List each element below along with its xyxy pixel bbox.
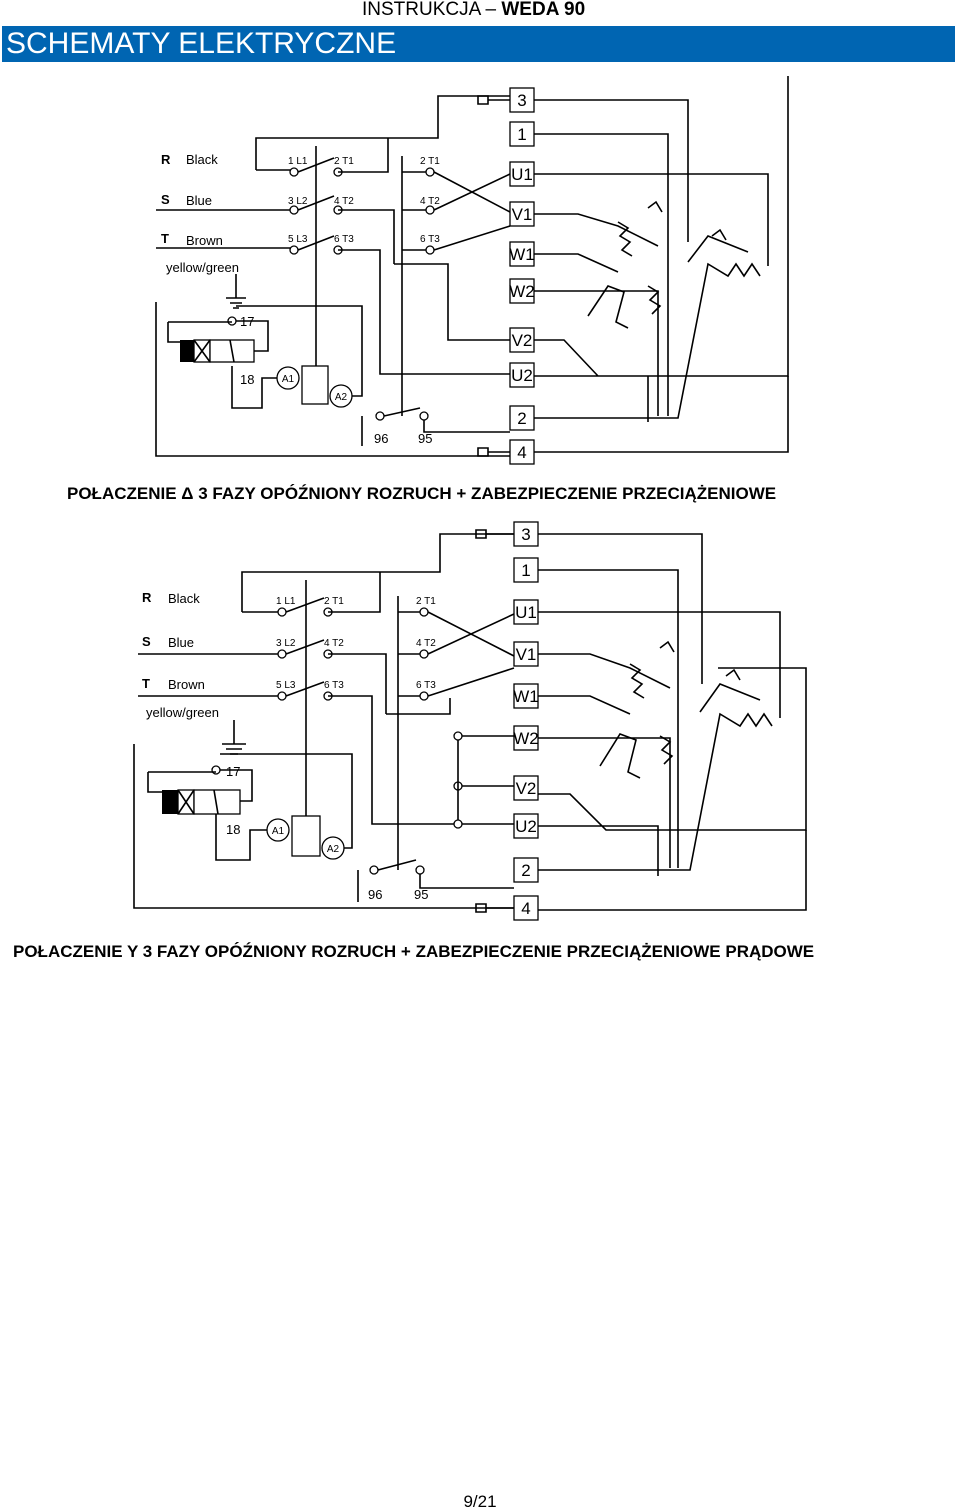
svg-text:2 T1: 2 T1 <box>420 156 440 167</box>
header-dash: – <box>480 0 502 20</box>
svg-text:3 L2: 3 L2 <box>288 196 308 207</box>
wire-color-black: Black <box>168 591 200 606</box>
wire-color-ground: yellow/green <box>146 705 219 720</box>
terminal-label: 2 <box>521 861 530 880</box>
terminal-label: 1 <box>521 561 530 580</box>
wire-color-blue: Blue <box>186 193 212 208</box>
svg-text:96: 96 <box>368 887 382 902</box>
terminal-label: V1 <box>516 645 537 664</box>
terminal-label: V2 <box>516 779 537 798</box>
diagram-caption-delta: POŁACZENIE Δ 3 FAZY OPÓŹNIONY ROZRUCH + … <box>67 484 777 503</box>
svg-text:4 T2: 4 T2 <box>324 638 344 649</box>
svg-text:2 T1: 2 T1 <box>334 156 354 167</box>
svg-text:6 T3: 6 T3 <box>416 680 436 691</box>
svg-text:96: 96 <box>374 431 388 446</box>
wire-color-brown: Brown <box>168 677 205 692</box>
terminal-label: 3 <box>521 525 530 544</box>
coil-assembly: 17 18 A1 A2 <box>155 302 510 457</box>
wire-color-blue: Blue <box>168 635 194 650</box>
terminal-label: V2 <box>512 331 533 350</box>
header-instruction: INSTRUKCJA <box>362 0 481 20</box>
terminal-label: W1 <box>513 687 539 706</box>
section-title: SCHEMATY ELEKTRYCZNE <box>6 27 397 60</box>
svg-text:18: 18 <box>240 372 254 387</box>
svg-text:18: 18 <box>226 822 240 837</box>
terminal-strip: 3 1 U1 V1 W1 W2 V2 U2 2 4 <box>477 87 535 465</box>
terminal-label: 1 <box>517 125 526 144</box>
svg-text:5 L3: 5 L3 <box>276 680 296 691</box>
svg-text:2 T1: 2 T1 <box>324 596 344 607</box>
section-bar: SCHEMATY ELEKTRYCZNE <box>2 26 955 62</box>
svg-text:2 T1: 2 T1 <box>416 596 436 607</box>
wiring-diagram-star: 3 1 U1 V1 W1 W2 V2 U2 2 4 R Black S Blue… <box>130 518 810 926</box>
phase-label-r: R <box>161 152 171 167</box>
terminal-label: U1 <box>511 165 533 184</box>
terminal-label: V1 <box>512 205 533 224</box>
terminal-label: U2 <box>515 817 537 836</box>
document-header: INSTRUKCJA – WEDA 90 <box>362 0 585 22</box>
terminal-label: 4 <box>521 899 530 918</box>
svg-text:1 L1: 1 L1 <box>276 596 296 607</box>
svg-text:95: 95 <box>418 431 432 446</box>
svg-text:4 T2: 4 T2 <box>416 638 436 649</box>
terminal-label: 4 <box>517 443 526 462</box>
svg-text:6 T3: 6 T3 <box>420 234 440 245</box>
phase-label-s: S <box>161 192 170 207</box>
phase-label-r: R <box>142 590 152 605</box>
page-number: 9/21 <box>463 1492 497 1511</box>
svg-text:5 L3: 5 L3 <box>288 234 308 245</box>
terminal-label: 2 <box>517 409 526 428</box>
svg-text:4 T2: 4 T2 <box>420 196 440 207</box>
wire-color-brown: Brown <box>186 233 223 248</box>
svg-text:A1: A1 <box>282 374 295 385</box>
svg-text:17: 17 <box>226 764 240 779</box>
phase-label-t: T <box>142 676 150 691</box>
header-model: WEDA 90 <box>501 0 586 20</box>
terminal-label: U1 <box>515 603 537 622</box>
wire-color-black: Black <box>186 152 218 167</box>
phase-label-t: T <box>161 231 169 246</box>
wiring-diagram-delta: 3 1 U1 V1 W1 W2 V2 U2 2 4 R Black S Blue… <box>148 76 808 466</box>
svg-text:A2: A2 <box>335 392 348 403</box>
terminal-strip: 3 1 U1 V1 W1 W2 V2 U2 2 4 <box>475 521 539 921</box>
terminal-label: W2 <box>509 282 535 301</box>
terminal-label: 3 <box>517 91 526 110</box>
svg-text:4 T2: 4 T2 <box>334 196 354 207</box>
svg-text:A1: A1 <box>272 826 285 837</box>
svg-text:6 T3: 6 T3 <box>324 680 344 691</box>
motor-windings <box>538 533 807 911</box>
terminal-label: W1 <box>509 245 535 264</box>
terminal-label: U2 <box>511 366 533 385</box>
svg-text:95: 95 <box>414 887 428 902</box>
terminal-label: W2 <box>513 729 539 748</box>
svg-text:6 T3: 6 T3 <box>334 234 354 245</box>
coil-assembly: 17 18 A1 A2 <box>133 744 514 909</box>
motor-windings <box>534 76 789 453</box>
contactor-contacts <box>289 146 435 416</box>
diagram-caption-star: POŁACZENIE Y 3 FAZY OPÓŹNIONY ROZRUCH + … <box>13 942 815 961</box>
svg-text:3 L2: 3 L2 <box>276 638 296 649</box>
phase-label-s: S <box>142 634 151 649</box>
svg-text:1 L1: 1 L1 <box>288 156 308 167</box>
wire-color-ground: yellow/green <box>166 260 239 275</box>
svg-text:A2: A2 <box>327 844 340 855</box>
